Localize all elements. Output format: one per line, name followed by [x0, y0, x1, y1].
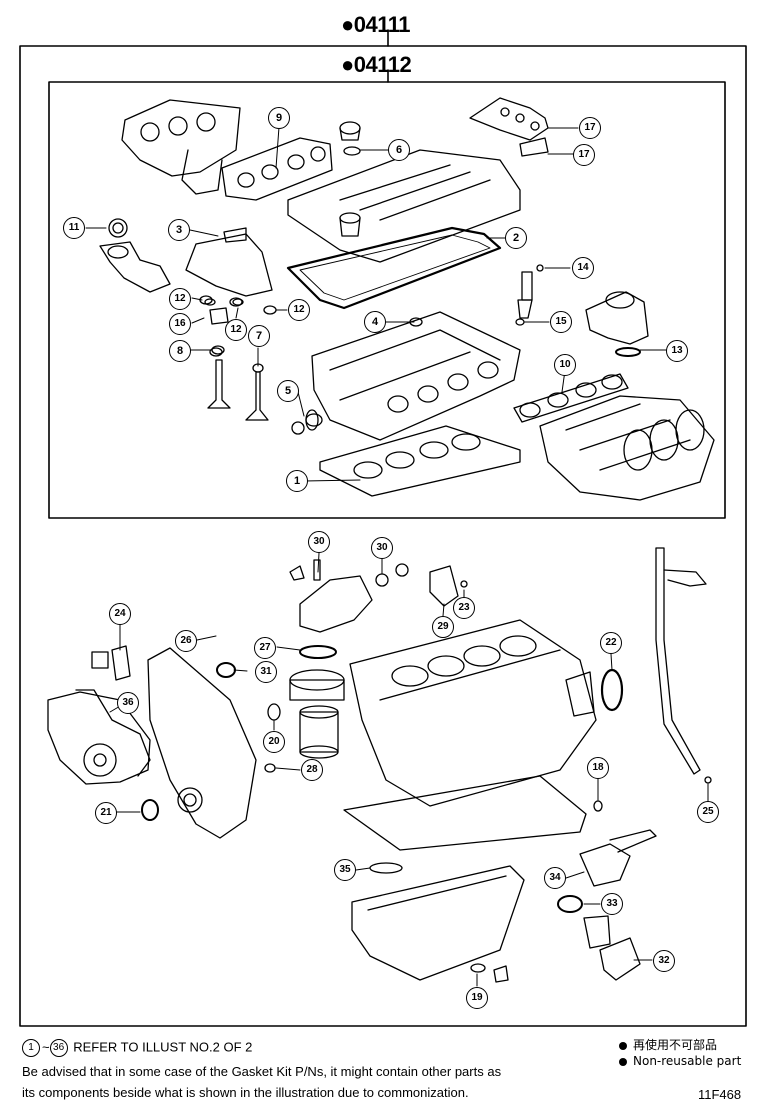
callout-2[interactable]: 2 — [505, 227, 527, 249]
callout-32[interactable]: 32 — [653, 950, 675, 972]
callout-22[interactable]: 22 — [600, 632, 622, 654]
callout-3[interactable]: 3 — [168, 219, 190, 241]
seal-12c-shape — [263, 305, 277, 315]
range-start-badge: 1 — [22, 1039, 40, 1057]
callout-29[interactable]: 29 — [432, 616, 454, 638]
callout-30b[interactable]: 30 — [371, 537, 393, 559]
callout-12c[interactable]: 12 — [288, 299, 310, 321]
legend-dot-icon-2 — [619, 1057, 627, 1066]
callout-28[interactable]: 28 — [301, 759, 323, 781]
sensor-shape — [521, 271, 533, 301]
callout-13[interactable]: 13 — [666, 340, 688, 362]
refer-text: REFER TO ILLUST NO.2 OF 2 — [73, 1039, 253, 1055]
callout-8[interactable]: 8 — [169, 340, 191, 362]
callout-9[interactable]: 9 — [268, 107, 290, 129]
callout-11[interactable]: 11 — [63, 217, 85, 239]
callout-26[interactable]: 26 — [175, 630, 197, 652]
oil-pan-upper-shape — [343, 775, 587, 851]
gasket-29-shape — [429, 565, 459, 607]
head-cover-gasket-shape — [286, 226, 502, 310]
kit-04112-number: 04112 — [353, 52, 412, 77]
callout-33[interactable]: 33 — [601, 893, 623, 915]
oil-filter-shape — [289, 645, 345, 759]
water-pump-shape — [47, 689, 151, 785]
callout-24[interactable]: 24 — [109, 603, 131, 625]
callout-23[interactable]: 23 — [453, 597, 475, 619]
legend-en: Non-reusable part — [619, 1054, 741, 1068]
callout-36[interactable]: 36 — [117, 692, 139, 714]
kit-mark-04111: ● — [341, 12, 354, 37]
head-gasket-shape — [319, 425, 521, 497]
callout-17a[interactable]: 17 — [579, 117, 601, 139]
callout-12b[interactable]: 12 — [225, 319, 247, 341]
callout-1[interactable]: 1 — [286, 470, 308, 492]
callout-4[interactable]: 4 — [364, 311, 386, 333]
kit-04111-label: ●04111 — [341, 12, 411, 38]
refer-note: 1~36 REFER TO ILLUST NO.2 OF 2 — [22, 1039, 252, 1057]
legend-en-text: Non-reusable part — [633, 1054, 742, 1068]
callout-19[interactable]: 19 — [466, 987, 488, 1009]
kit-04112-label: ●04112 — [341, 52, 412, 78]
exhaust-manifold-gasket-shape — [221, 137, 333, 201]
seal-12b-shape — [229, 297, 243, 307]
cylinder-head-cover-shape — [287, 149, 521, 263]
kit-04111-frame — [19, 45, 747, 1027]
legend-dot-icon — [619, 1041, 627, 1050]
exhaust-manifold-shape — [121, 99, 241, 195]
plug-tube-seals-shape — [469, 97, 549, 157]
water-outlet-shape — [99, 218, 171, 293]
advice-line-2: its components beside what is shown in t… — [22, 1085, 469, 1100]
intake-manifold-gasket-shape — [513, 373, 629, 423]
callout-5[interactable]: 5 — [277, 380, 299, 402]
callout-14[interactable]: 14 — [572, 257, 594, 279]
legend-cn: 再使用不可部品 — [619, 1036, 717, 1053]
callout-10[interactable]: 10 — [554, 354, 576, 376]
callout-35[interactable]: 35 — [334, 859, 356, 881]
range-separator: ~ — [42, 1039, 50, 1055]
o-ring-14-shape — [536, 264, 544, 272]
cylinder-head-shape — [291, 311, 521, 441]
bracket-24-shape — [111, 645, 131, 681]
callout-16[interactable]: 16 — [169, 313, 191, 335]
kit-04111-number: 04111 — [353, 12, 411, 37]
valves-shape — [207, 317, 423, 421]
callout-20[interactable]: 20 — [263, 731, 285, 753]
intake-manifold-shape — [539, 395, 715, 501]
callout-17b[interactable]: 17 — [573, 144, 595, 166]
kit-04112-frame — [48, 81, 726, 519]
illustration-code: 11F468 — [698, 1087, 742, 1102]
callout-18[interactable]: 18 — [587, 757, 609, 779]
throttle-body-shape — [585, 291, 649, 357]
thermostat-shape — [557, 829, 657, 981]
callout-25[interactable]: 25 — [697, 801, 719, 823]
callout-21[interactable]: 21 — [95, 802, 117, 824]
callout-31[interactable]: 31 — [255, 661, 277, 683]
oil-pan-shape — [351, 865, 525, 981]
callout-12a[interactable]: 12 — [169, 288, 191, 310]
callout-27[interactable]: 27 — [254, 637, 276, 659]
range-end-badge: 36 — [49, 1039, 68, 1057]
dipstick-guide-shape — [655, 547, 701, 775]
cylinder-block-shape — [349, 619, 597, 807]
kit-mark-04112: ● — [341, 52, 354, 77]
water-inlet-pipe-shape — [289, 559, 409, 633]
callout-30a[interactable]: 30 — [308, 531, 330, 553]
advice-line-1: Be advised that in some case of the Gask… — [22, 1064, 502, 1079]
callout-34[interactable]: 34 — [544, 867, 566, 889]
callout-15[interactable]: 15 — [550, 311, 572, 333]
callout-6[interactable]: 6 — [388, 139, 410, 161]
timing-cover-shape — [147, 647, 257, 839]
callout-7[interactable]: 7 — [248, 325, 270, 347]
legend-cn-text: 再使用不可部品 — [633, 1038, 718, 1052]
water-housing-shape — [185, 227, 273, 325]
oil-filler-cap-shape — [339, 121, 361, 156]
